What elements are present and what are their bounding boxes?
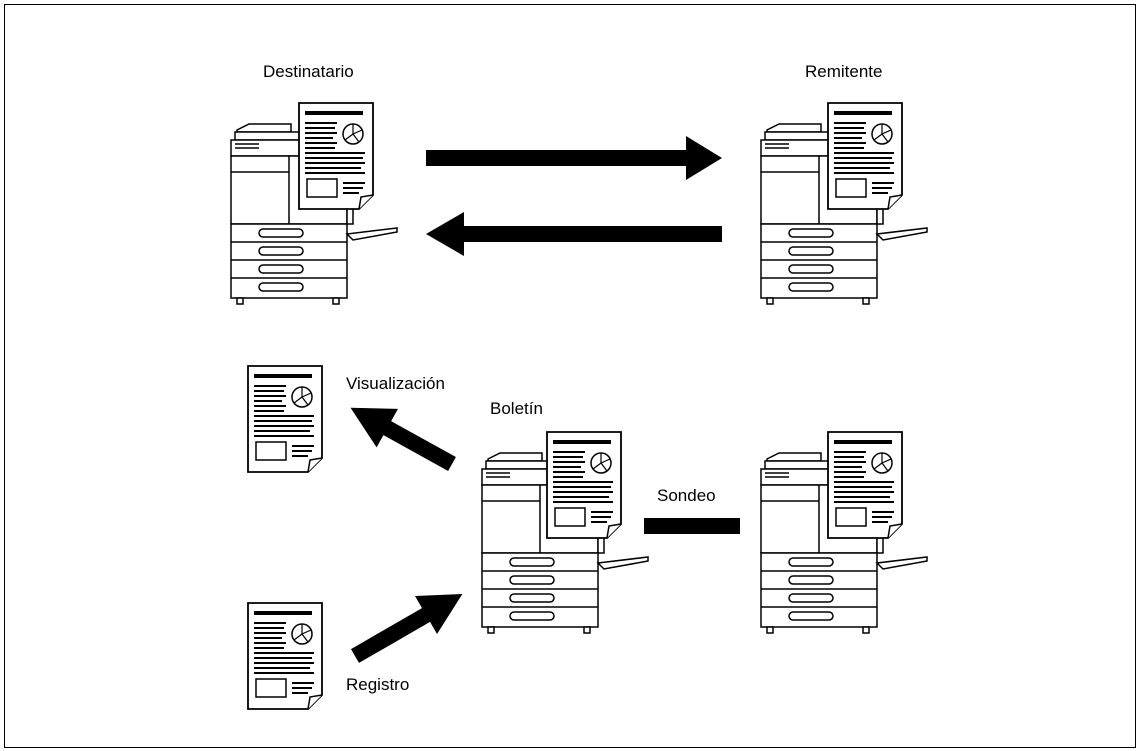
label-sondeo: Sondeo (657, 486, 716, 505)
document-icon (298, 102, 374, 210)
document-icon (827, 102, 903, 210)
diagram-frame (4, 4, 1136, 748)
document-icon (827, 431, 903, 539)
label-registro: Registro (346, 675, 410, 694)
arrow-right-icon (426, 136, 722, 180)
document-icon (247, 365, 323, 473)
arrow-left-icon (426, 212, 722, 256)
polling-connector (644, 518, 740, 534)
label-boletin: Boletín (490, 399, 543, 418)
label-visualizacion: Visualización (346, 374, 445, 393)
arrow-up-right-icon (351, 594, 463, 663)
document-icon (247, 602, 323, 710)
document-icon (546, 431, 622, 539)
arrow-up-left-icon (350, 407, 456, 471)
label-destinatario: Destinatario (263, 62, 354, 81)
label-remitente: Remitente (805, 62, 883, 81)
